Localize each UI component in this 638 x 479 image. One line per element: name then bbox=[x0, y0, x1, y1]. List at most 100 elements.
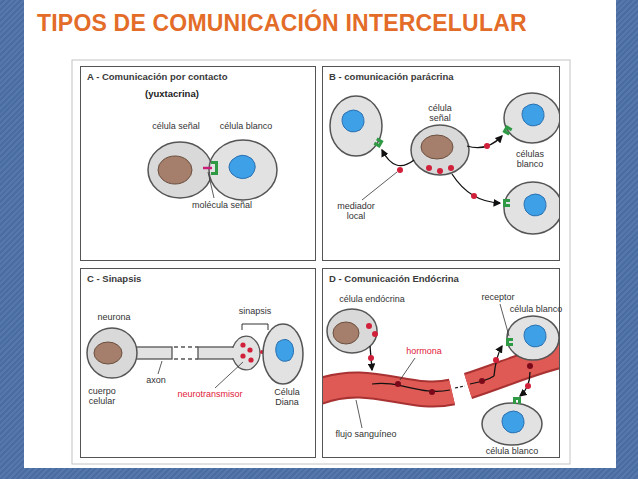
cell-label: neurotransmisor bbox=[165, 390, 255, 400]
endocrine-path bbox=[493, 357, 499, 363]
paracrine-cells bbox=[524, 194, 546, 216]
cell-label: célula blanco bbox=[206, 122, 286, 132]
cell-label: sinapsis bbox=[225, 307, 285, 317]
synapse-neuron bbox=[233, 336, 260, 370]
synapse-neuron bbox=[87, 324, 303, 388]
paracrine-cells bbox=[397, 167, 403, 173]
endocrine-path bbox=[395, 381, 401, 387]
endocrine-path bbox=[372, 383, 450, 391]
endocrine-path bbox=[323, 385, 452, 394]
juxtacrine-cells bbox=[158, 156, 192, 184]
synapse-neuron bbox=[247, 347, 252, 352]
cell-label: flujo sanguíneo bbox=[321, 430, 411, 440]
panel-heading: C - Sinapsis bbox=[87, 273, 141, 284]
cell-label: Célula Diana bbox=[267, 388, 307, 408]
synapse-neuron bbox=[94, 342, 122, 364]
synapse-neuron bbox=[242, 324, 268, 330]
synapse-neuron bbox=[248, 357, 253, 362]
cell-label: axon bbox=[136, 376, 176, 386]
paracrine-cells bbox=[503, 199, 510, 207]
endocrine-path bbox=[366, 323, 372, 329]
endocrine-path bbox=[494, 346, 502, 376]
juxtacrine-cells bbox=[229, 155, 255, 178]
cell-label: célula endócrina bbox=[322, 295, 422, 305]
synapse-neuron bbox=[198, 347, 234, 359]
cell-label: célula blanco bbox=[472, 447, 552, 457]
endocrine-path bbox=[524, 325, 546, 347]
endocrine-path bbox=[323, 385, 452, 394]
paracrine-cells bbox=[426, 165, 432, 171]
endocrine-path bbox=[468, 354, 559, 386]
slide-title: TIPOS DE COMUNICACIÓN INTERCELULAR bbox=[37, 10, 527, 37]
figure-frame bbox=[72, 60, 570, 464]
paracrine-cells bbox=[522, 104, 544, 126]
endocrine-path bbox=[356, 400, 362, 428]
juxtacrine-cells bbox=[203, 167, 212, 170]
synapse-neuron bbox=[215, 362, 243, 388]
endocrine-path bbox=[500, 304, 509, 336]
paracrine-cells bbox=[421, 135, 453, 159]
synapse-neuron bbox=[231, 348, 235, 358]
paracrine-cells bbox=[411, 125, 469, 175]
synapse-neuron bbox=[87, 328, 137, 378]
endocrine-path bbox=[506, 338, 513, 346]
endocrine-path bbox=[470, 376, 494, 384]
juxtacrine-cells bbox=[148, 140, 277, 200]
paracrine-cells bbox=[362, 172, 397, 200]
cell-label: mediador local bbox=[331, 202, 381, 222]
cell-label: hormona bbox=[394, 347, 454, 357]
endocrine-path bbox=[455, 386, 465, 388]
cell-label: receptor bbox=[468, 293, 528, 303]
paracrine-cells bbox=[471, 193, 477, 199]
endocrine-path bbox=[507, 316, 559, 360]
cell-label: molécula señal bbox=[177, 201, 267, 211]
endocrine-path bbox=[513, 397, 521, 404]
paracrine-cells bbox=[504, 93, 559, 143]
endocrine-path bbox=[372, 331, 378, 337]
endocrine-path bbox=[429, 389, 435, 395]
juxtacrine-cells bbox=[209, 140, 277, 200]
endocrine-path bbox=[525, 383, 531, 389]
synapse-neuron bbox=[276, 339, 294, 361]
endocrine-path bbox=[502, 411, 524, 433]
endocrine-path bbox=[323, 304, 559, 445]
cell-label: neurona bbox=[84, 313, 144, 323]
juxtacrine-cells bbox=[211, 161, 218, 175]
panel-subheading: (yuxtacrina) bbox=[145, 88, 199, 99]
paracrine-cells bbox=[504, 182, 559, 234]
synapse-neuron bbox=[134, 347, 172, 359]
paracrine-cells bbox=[452, 174, 500, 203]
panel-heading: D - Comunicación Endócrina bbox=[329, 273, 459, 284]
juxtacrine-cells bbox=[148, 142, 212, 198]
endocrine-path bbox=[368, 355, 374, 361]
endocrine-path bbox=[400, 358, 415, 380]
endocrine-path bbox=[479, 378, 485, 384]
paracrine-cells bbox=[374, 138, 384, 148]
synapse-neuron bbox=[174, 358, 198, 359]
synapse-neuron bbox=[240, 353, 245, 358]
paracrine-cells bbox=[502, 125, 512, 135]
synapse-neuron bbox=[240, 342, 245, 347]
endocrine-path bbox=[520, 372, 530, 396]
juxtacrine-cells bbox=[208, 172, 214, 198]
cell-label: célula señal bbox=[136, 122, 216, 132]
paracrine-cells bbox=[437, 168, 443, 174]
endocrine-path bbox=[527, 363, 533, 369]
panel-heading: B - comunicación parácrina bbox=[329, 71, 454, 82]
cell-label: célula blanco bbox=[501, 305, 571, 315]
cell-label: cuerpo celular bbox=[79, 387, 125, 407]
paracrine-cells bbox=[382, 150, 414, 166]
panel-heading: A - Comunicación por contacto bbox=[87, 71, 228, 82]
endocrine-path bbox=[468, 354, 559, 386]
paracrine-cells bbox=[484, 143, 490, 149]
paracrine-cells bbox=[330, 96, 382, 156]
synapse-neuron bbox=[263, 324, 303, 384]
endocrine-path bbox=[333, 322, 359, 344]
cell-label: célula señal bbox=[420, 104, 460, 124]
cell-label: células blanco bbox=[507, 150, 553, 170]
paracrine-cells bbox=[342, 110, 364, 132]
endocrine-path bbox=[482, 403, 542, 445]
paracrine-cells bbox=[448, 165, 454, 171]
